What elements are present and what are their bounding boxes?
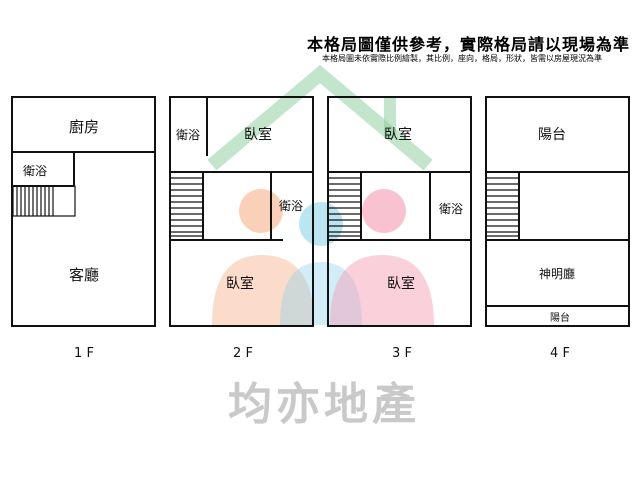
floor-1-plan	[11, 96, 156, 327]
watermark-company-name: 均亦地產	[228, 379, 420, 430]
room-bedroom-2f-b: 臥室	[226, 275, 254, 292]
watermark-logo	[207, 64, 434, 325]
watermark-body-blue	[280, 262, 362, 325]
floor-label-3f: 3 F	[392, 346, 412, 361]
watermark-circle-blue	[299, 202, 343, 246]
watermark-house-chimney	[384, 96, 396, 138]
floor-1-stairs	[12, 185, 76, 217]
floor-3-stairs	[328, 177, 361, 237]
disclaimer-main: 本格局圖僅供參考，實際格局請以現場為準	[306, 35, 630, 54]
floor-label-2f: 2 F	[233, 346, 253, 361]
room-living-1f: 客廳	[69, 266, 99, 284]
room-kitchen-1f: 廚房	[69, 118, 99, 136]
disclaimer-sub: 本格局圖未依實際比例繪製，其比例，座向，格局，形狀，皆需以房屋現況為準	[322, 54, 602, 63]
room-labels: 廚房 衛浴 客廳 衛浴 臥室 衛浴 臥室 臥室 衛浴 臥室 陽台 神明廳 陽台	[23, 118, 575, 324]
floor-label-4f: 4 F	[550, 346, 570, 361]
room-bathroom-2f-a: 衛浴	[176, 128, 200, 142]
room-bathroom-2f-b: 衛浴	[279, 199, 303, 213]
floor-3-plan	[327, 96, 472, 327]
room-bathroom-1f: 衛浴	[23, 164, 47, 178]
room-bedroom-3f-b: 臥室	[387, 275, 415, 292]
room-bedroom-3f-a: 臥室	[384, 126, 412, 143]
room-bedroom-2f-a: 臥室	[244, 126, 272, 143]
floor-labels: 1 F 2 F 3 F 4 F	[74, 346, 570, 361]
room-balcony-4f-b: 陽台	[550, 311, 570, 324]
floor-label-1f: 1 F	[74, 346, 94, 361]
room-balcony-4f-a: 陽台	[538, 127, 566, 143]
floor-4-stairs	[486, 177, 519, 237]
watermark-circle-orange	[239, 189, 283, 233]
floor-2-plan	[169, 96, 314, 327]
watermark-circle-pink	[362, 189, 406, 233]
floor-4-plan	[485, 96, 630, 327]
watermark-body-pink	[330, 255, 434, 325]
watermark-body-orange	[212, 255, 314, 325]
room-bathroom-3f: 衛浴	[439, 202, 463, 216]
room-shrine-4f: 神明廳	[539, 266, 575, 281]
floor-2-stairs	[170, 177, 203, 237]
